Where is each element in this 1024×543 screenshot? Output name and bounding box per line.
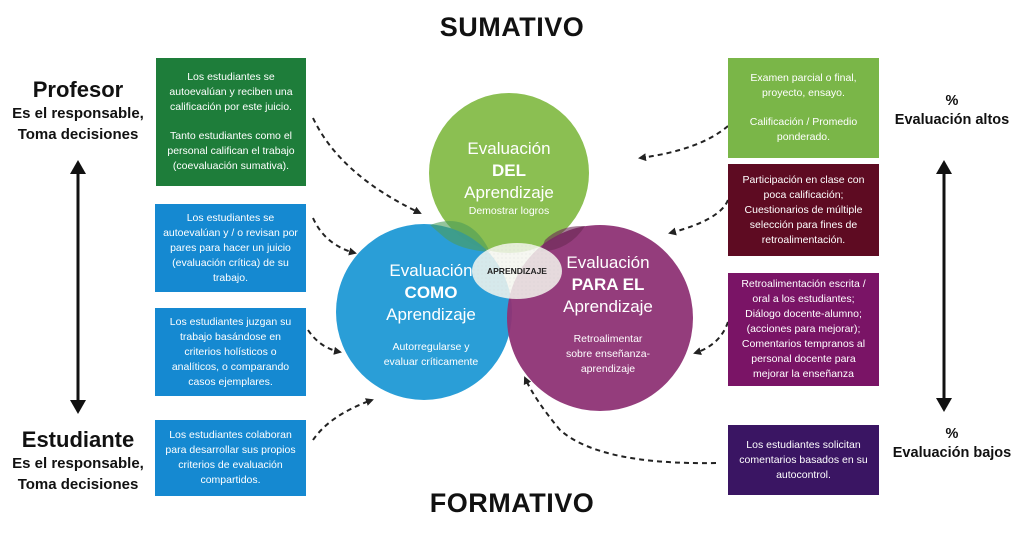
center-label: APRENDIZAJE: [487, 266, 547, 276]
left-box-1-text-1: Los estudiantes se autoevalúan y reciben…: [169, 71, 293, 113]
arrow-rbox3-to-para: [693, 321, 729, 355]
left-box-1-text-2: Tanto estudiantes como el personal calif…: [167, 130, 295, 172]
low-percent-symbol: %: [945, 426, 959, 442]
arrow-box3-to-como: [307, 329, 342, 355]
teacher-name: Profesor: [32, 77, 124, 102]
overlap-del-como: [430, 221, 490, 252]
right-box-3: Retroalimentación escrita / oral a los e…: [728, 273, 879, 386]
arrow-rbox1-to-del: [638, 125, 729, 162]
left-box-1: Los estudiantes se autoevalúan y reciben…: [156, 58, 306, 186]
formative-title: FORMATIVO: [429, 488, 595, 518]
overlap-del-para: [540, 225, 585, 252]
para-title-line2: PARA EL: [571, 275, 645, 294]
student-role: Estudiante Es el responsable, Toma decis…: [0, 427, 156, 495]
teacher-role: Profesor Es el responsable, Toma decisio…: [0, 77, 156, 145]
del-description: Demostrar logros: [468, 205, 550, 217]
right-box-1-text-2: Calificación / Promedio ponderado.: [749, 116, 858, 143]
para-description: Retroalimentar sobre enseñanza-aprendiza…: [565, 333, 651, 375]
arrow-box1-to-del: [312, 117, 422, 215]
high-percent-symbol: %: [945, 93, 959, 109]
circle-del: [429, 93, 589, 253]
student-line2: Toma decisiones: [17, 476, 139, 493]
del-title-line1: Evaluación: [467, 139, 551, 158]
como-title-line2: COMO: [404, 283, 458, 302]
left-vertical-arrow: [70, 160, 86, 414]
left-box-2: Los estudiantes se autoevalúan y / o rev…: [155, 204, 306, 292]
summative-title: SUMATIVO: [439, 12, 585, 42]
arrow-box2-to-como: [312, 217, 357, 256]
right-box-2-text: Participación en clase con poca califica…: [742, 173, 865, 246]
circle-como-text: Evaluación COMO Aprendizaje Autorregular…: [368, 260, 494, 370]
student-line1: Es el responsable,: [12, 455, 144, 472]
teacher-line2: Toma decisiones: [17, 126, 139, 143]
left-box-4: Los estudiantes colaboran para desarroll…: [155, 420, 306, 496]
left-box-4-text: Los estudiantes colaboran para desarroll…: [165, 429, 296, 486]
del-title-line3: Aprendizaje: [464, 183, 554, 202]
para-title-line3: Aprendizaje: [563, 297, 653, 316]
como-title-line1: Evaluación: [389, 261, 473, 280]
student-name: Estudiante: [21, 427, 135, 452]
high-evaluation-label: % Evaluación altos: [880, 92, 1024, 130]
del-title-line2: DEL: [492, 161, 526, 180]
como-description: Autorregularse y evaluar críticamente: [383, 341, 479, 368]
circle-para-text: Evaluación PARA EL Aprendizaje Retroalim…: [548, 252, 668, 377]
arrow-rbox2-to-para: [668, 199, 729, 236]
right-box-1-text-1: Examen parcial o final, proyecto, ensayo…: [750, 72, 857, 99]
circle-del-text: Evaluación DEL Aprendizaje Demostrar log…: [449, 138, 569, 219]
right-box-3-text: Retroalimentación escrita / oral a los e…: [741, 278, 866, 380]
arrow-box4-to-como: [312, 398, 374, 441]
para-title-line1: Evaluación: [566, 253, 650, 272]
low-evaluation-label: % Evaluación bajos: [880, 425, 1024, 463]
right-box-4: Los estudiantes solicitan comentarios ba…: [728, 425, 879, 495]
right-box-4-text: Los estudiantes solicitan comentarios ba…: [739, 438, 868, 481]
left-box-2-text: Los estudiantes se autoevalúan y / o rev…: [163, 211, 298, 284]
como-title-line3: Aprendizaje: [386, 305, 476, 324]
high-label: Evaluación altos: [894, 112, 1010, 128]
left-box-3-text: Los estudiantes juzgan su trabajo basánd…: [169, 315, 292, 388]
teacher-line1: Es el responsable,: [12, 105, 144, 122]
circle-como: [336, 224, 512, 400]
left-box-3: Los estudiantes juzgan su trabajo basánd…: [155, 308, 306, 396]
right-box-1: Examen parcial o final, proyecto, ensayo…: [728, 58, 879, 158]
right-box-2: Participación en clase con poca califica…: [728, 164, 879, 256]
low-label: Evaluación bajos: [892, 445, 1012, 461]
right-vertical-arrow: [936, 160, 952, 412]
